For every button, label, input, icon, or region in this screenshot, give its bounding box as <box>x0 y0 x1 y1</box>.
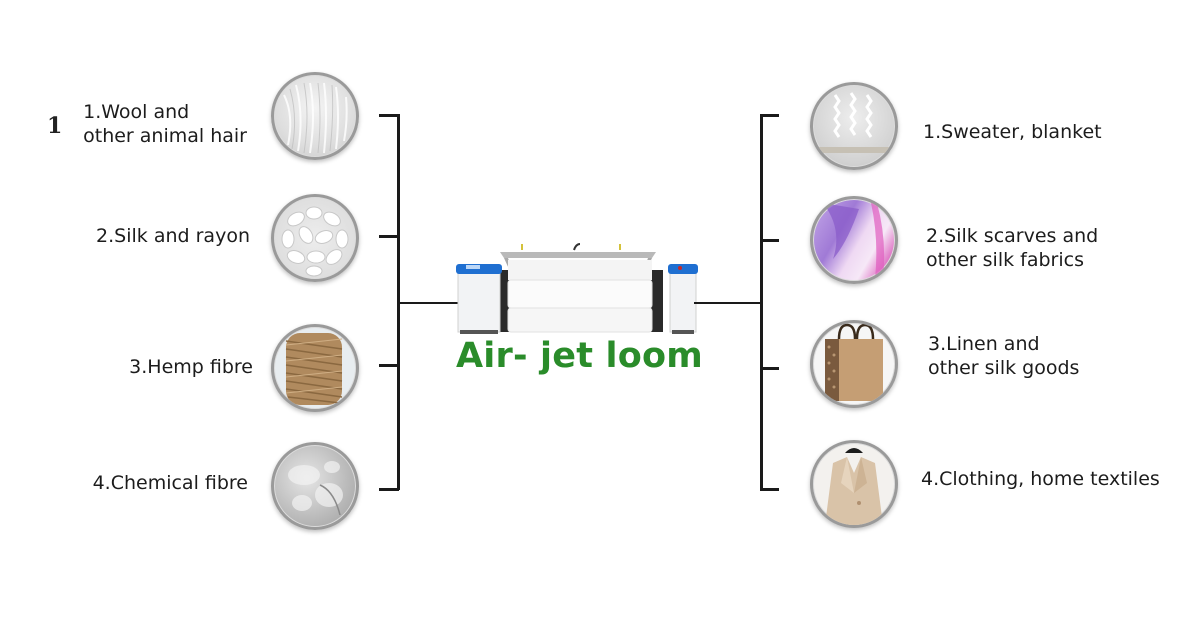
trench-coat-icon <box>825 448 883 525</box>
knit-sweater-image <box>810 82 898 170</box>
bracket-tick <box>379 488 399 491</box>
cocoon-icon <box>281 206 349 277</box>
bracket-tick <box>379 235 399 238</box>
input-label-chemical: 4.Chemical fibre <box>93 471 248 495</box>
output-connector-line <box>694 302 762 304</box>
bracket-tick <box>760 239 779 242</box>
bracket-tick <box>760 367 779 370</box>
output-label-line: 3.Linen and <box>928 333 1040 355</box>
tote-bag-icon <box>825 323 883 401</box>
silk-cocoons-image <box>271 194 359 282</box>
output-label-silk: 2.Silk scarves and other silk fabrics <box>926 224 1098 272</box>
input-label-line: 2.Silk and rayon <box>96 225 250 247</box>
output-bracket-line <box>760 114 763 490</box>
chemical-fibre-image <box>271 442 359 530</box>
input-connector-line <box>399 302 461 304</box>
bracket-tick <box>760 488 779 491</box>
input-label-line: 1.Wool and <box>83 101 190 123</box>
coat-image <box>810 440 898 528</box>
input-label-hemp: 3.Hemp fibre <box>129 355 253 379</box>
fibre-tuft-icon <box>288 461 343 516</box>
bracket-tick <box>760 114 779 117</box>
scarf-icon <box>823 203 885 279</box>
wool-fibre-image <box>271 72 359 160</box>
output-label-sweater: 1.Sweater, blanket <box>923 120 1102 144</box>
output-label-linen: 3.Linen and other silk goods <box>928 332 1079 380</box>
output-label-line: 4.Clothing, home textiles <box>921 468 1160 490</box>
loom-icon <box>456 243 698 334</box>
output-label-line: 2.Silk scarves and <box>926 225 1099 247</box>
output-label-line: other silk fabrics <box>926 249 1084 271</box>
output-label-line: other silk goods <box>928 357 1080 379</box>
output-label-clothing: 4.Clothing, home textiles <box>921 467 1160 491</box>
input-label-line: 3.Hemp fibre <box>129 356 253 378</box>
twine-ball-icon <box>285 333 343 405</box>
page-title: Air- jet loom <box>456 336 703 376</box>
linen-bag-image <box>810 320 898 408</box>
input-label-silk: 2.Silk and rayon <box>96 224 250 248</box>
input-label-wool: 1.Wool and other animal hair <box>83 100 247 148</box>
air-jet-loom-machine <box>456 240 698 336</box>
input-label-line: other animal hair <box>83 125 247 147</box>
bracket-tick <box>379 114 399 117</box>
knit-texture-icon <box>813 92 895 153</box>
output-label-line: 1.Sweater, blanket <box>923 121 1102 143</box>
wool-texture-icon <box>283 82 348 154</box>
silk-scarf-image <box>810 196 898 284</box>
hemp-twine-image <box>271 324 359 412</box>
bracket-tick <box>379 364 399 367</box>
input-bracket-line <box>397 114 400 490</box>
stray-marker: 1 <box>47 113 63 139</box>
input-label-line: 4.Chemical fibre <box>92 472 248 494</box>
